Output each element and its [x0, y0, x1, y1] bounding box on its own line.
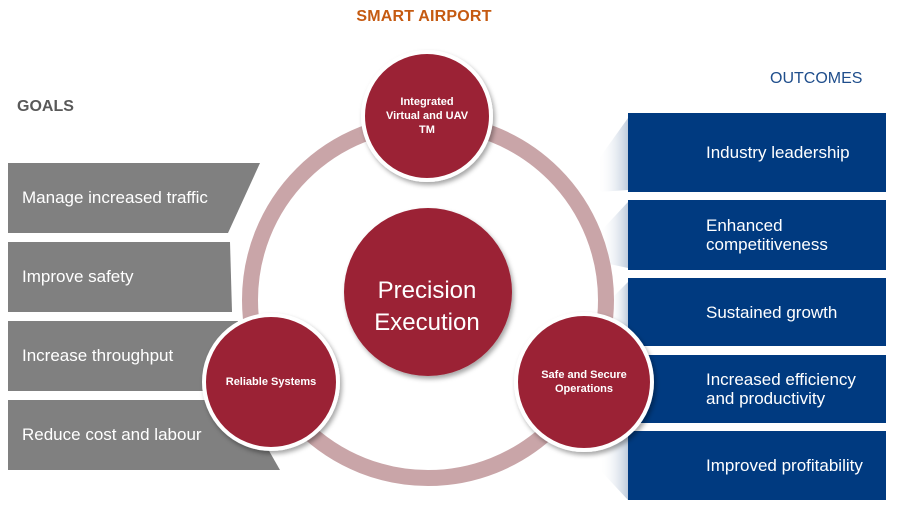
- center-circle: [344, 208, 512, 376]
- outcome-label-4-line1: Increased efficiency: [706, 370, 856, 389]
- goal-label-3: Increase throughput: [22, 346, 174, 365]
- outcome-label-4: Increased efficiency and productivity: [706, 355, 886, 423]
- goal-box-1: [8, 163, 260, 233]
- node-right-label: Safe and Secure Operations: [522, 362, 646, 402]
- center-label-line1: Precision: [377, 277, 477, 304]
- outcome-connector-1: [598, 118, 628, 192]
- outcomes-heading: OUTCOMES: [770, 70, 863, 87]
- center-label: Precision Execution: [344, 224, 510, 390]
- node-top-line3: TM: [419, 124, 435, 136]
- outcome-label-4-line2: and productivity: [706, 389, 826, 408]
- goal-box-3: [8, 321, 238, 391]
- goal-label-4: Reduce cost and labour: [22, 425, 202, 444]
- goals-heading: GOALS: [17, 98, 74, 115]
- outcome-label-5-line1: Improved profitability: [706, 456, 863, 475]
- outcome-label-2: Enhanced competitiveness: [706, 200, 886, 270]
- goal-label-1: Manage increased traffic: [22, 188, 208, 207]
- diagram-title: SMART AIRPORT: [356, 8, 492, 25]
- goal-box-2: [8, 242, 232, 312]
- node-top-label: Integrated Virtual and UAV TM: [367, 78, 487, 154]
- node-left-circle: [202, 313, 340, 451]
- outcome-box-3: [628, 278, 886, 346]
- outcome-label-5: Improved profitability: [706, 431, 886, 500]
- node-right-line2: Operations: [554, 383, 614, 395]
- node-right-line1: Safe and Secure: [541, 369, 627, 381]
- center-label-line2: Execution: [374, 309, 480, 336]
- node-top-line2: Virtual and UAV: [385, 110, 469, 122]
- goal-label-2: Improve safety: [22, 267, 134, 286]
- outcome-box-5: [628, 431, 886, 500]
- outcome-box-1: [628, 113, 886, 192]
- outcome-label-1: Industry leadership: [706, 113, 886, 192]
- node-top-circle: [361, 50, 493, 182]
- outcome-label-1-line1: Industry leadership: [706, 143, 850, 162]
- node-right-circle: [514, 312, 654, 452]
- outcome-label-2-line2: competitiveness: [706, 235, 828, 254]
- node-left-label: Reliable Systems: [208, 362, 334, 402]
- outcome-label-2-line1: Enhanced: [706, 216, 783, 235]
- node-top-line1: Integrated: [400, 96, 454, 108]
- outcome-label-3: Sustained growth: [706, 278, 886, 346]
- node-left-line1: Reliable Systems: [225, 376, 317, 388]
- outcome-box-2: [628, 200, 886, 270]
- outcome-label-3-line1: Sustained growth: [706, 302, 838, 322]
- outcome-box-4: [628, 355, 886, 423]
